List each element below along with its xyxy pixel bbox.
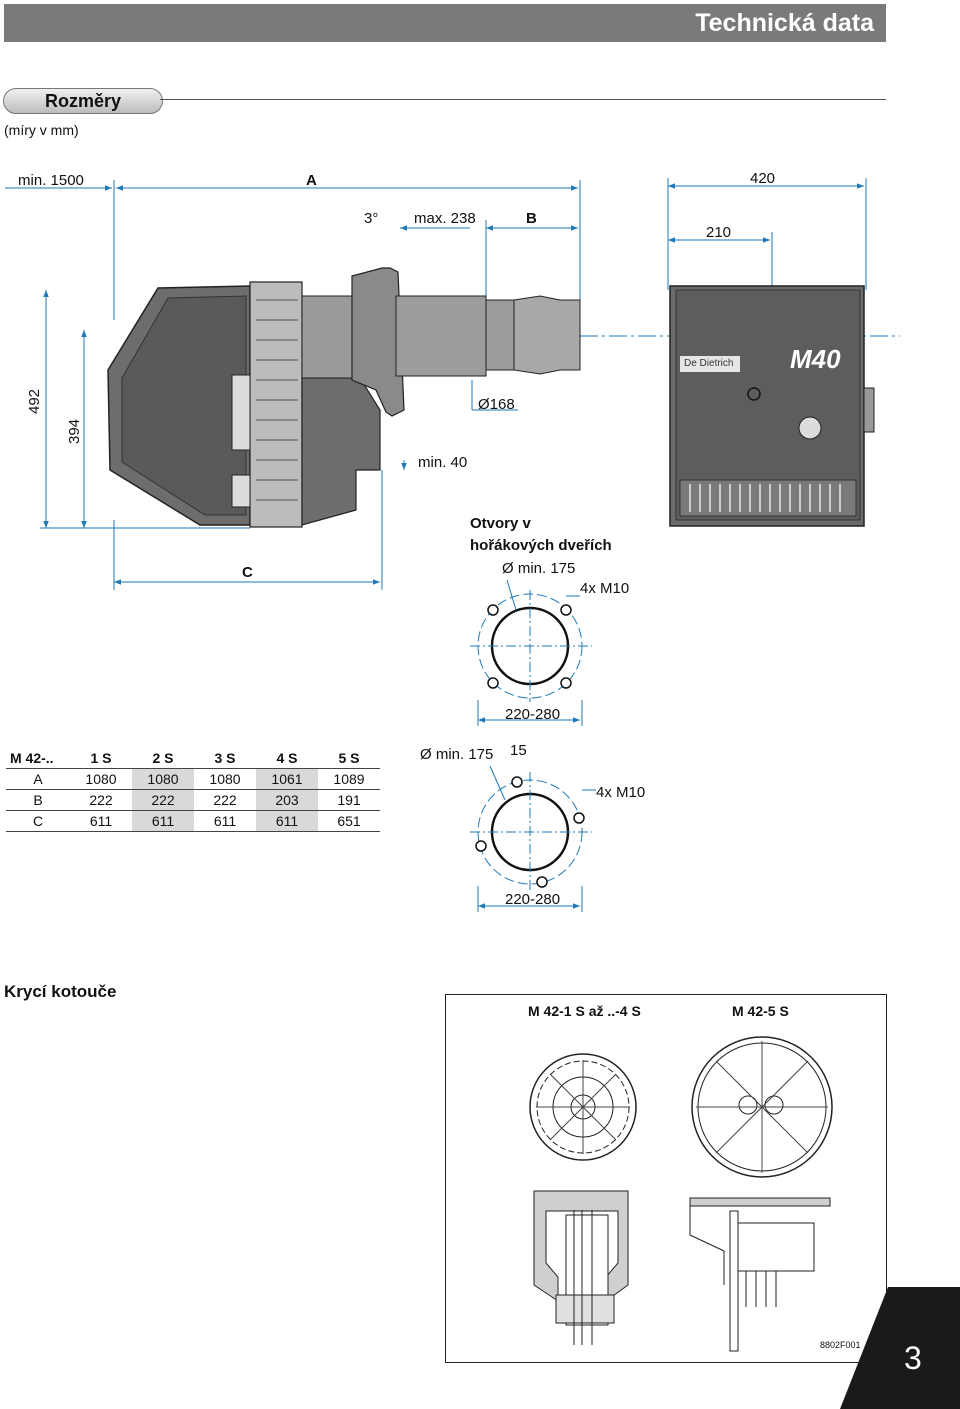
- flange2-range: 220-280: [505, 891, 561, 908]
- table-cell: 1061: [256, 768, 318, 790]
- cover-disc-small: [529, 1053, 637, 1161]
- burner-drawing: [5, 178, 900, 912]
- table-cell: 1080: [70, 768, 132, 790]
- covers-figure: M 42-1 S až ..-4 S M 42-5 S: [445, 994, 887, 1363]
- table-cell: 203: [256, 789, 318, 811]
- door-flange-1: [470, 579, 592, 726]
- table-header: 4 S: [256, 748, 318, 769]
- cover-assembly-right: [689, 1197, 831, 1352]
- table-cell: 222: [70, 789, 132, 811]
- covers-drawing: [529, 1036, 833, 1352]
- table-header: 2 S: [132, 748, 194, 769]
- table-cell: 222: [132, 789, 194, 811]
- table-header: 1 S: [70, 748, 132, 769]
- table-cell: 611: [256, 810, 318, 832]
- flange2-angle: 15: [510, 742, 527, 759]
- section-heading: Rozměry: [3, 88, 163, 114]
- table-header: M 42-..: [6, 748, 70, 769]
- flange2-dia: Ø min. 175: [420, 746, 494, 763]
- table-cell: C: [6, 810, 70, 832]
- burner-body: [107, 267, 581, 528]
- door-holes-bolts: 4x M10: [580, 580, 630, 597]
- door-holes-dia: Ø min. 175: [502, 560, 576, 577]
- dim-420: 420: [750, 170, 776, 187]
- cover-right-label: M 42-5 S: [732, 1003, 789, 1019]
- dim-dia-168: Ø168: [478, 396, 515, 413]
- table-cell: 1080: [132, 768, 194, 790]
- dim-210: 210: [706, 224, 732, 241]
- table-row: C 611 611 611 611 651: [6, 810, 380, 832]
- units-note: (míry v mm): [4, 122, 79, 138]
- table-row: A 1080 1080 1080 1061 1089: [6, 768, 380, 790]
- page-number: 3: [904, 1340, 922, 1376]
- table-cell: 1089: [318, 768, 380, 790]
- dim-min-40: min. 40: [418, 454, 468, 471]
- dim-492: 492: [26, 388, 43, 414]
- model-logo: M40: [790, 344, 841, 374]
- door-holes-title-2: hořákových dveřích: [470, 537, 612, 554]
- door-holes-title-1: Otvory v: [470, 515, 531, 532]
- table-cell: A: [6, 768, 70, 790]
- dim-a: A: [306, 172, 317, 189]
- covers-heading: Krycí kotouče: [4, 982, 117, 1001]
- table-cell: 191: [318, 789, 380, 811]
- brand-logo: De Dietrich: [684, 358, 734, 369]
- header-bar: Technická data: [4, 4, 886, 42]
- drawing-code: 8802F001: [820, 1340, 861, 1350]
- front-view: [669, 285, 875, 527]
- dim-min-1500: min. 1500: [18, 172, 84, 189]
- dim-b: B: [526, 210, 537, 227]
- table-header: 5 S: [318, 748, 380, 769]
- cover-left-label: M 42-1 S až ..-4 S: [528, 1003, 641, 1019]
- page-title: Technická data: [695, 9, 874, 37]
- table-header-row: M 42-.. 1 S 2 S 3 S 4 S 5 S: [6, 748, 380, 769]
- dim-angle: 3°: [364, 210, 379, 227]
- dim-c: C: [242, 564, 253, 581]
- table-header: 3 S: [194, 748, 256, 769]
- table-cell: 1080: [194, 768, 256, 790]
- section-rule: [160, 99, 886, 100]
- table-cell: 611: [70, 810, 132, 832]
- table-row: B 222 222 222 203 191: [6, 789, 380, 811]
- dimensions-table: M 42-.. 1 S 2 S 3 S 4 S 5 S A 1080 1080 …: [6, 748, 380, 832]
- cover-assembly-left: [533, 1190, 629, 1345]
- door-flange-2: [470, 765, 596, 912]
- table-cell: 611: [194, 810, 256, 832]
- door-holes-range: 220-280: [505, 706, 561, 723]
- table-cell: B: [6, 789, 70, 811]
- page-corner: [840, 1287, 960, 1409]
- section-title: Rozměry: [44, 91, 122, 111]
- dim-max-238: max. 238: [414, 210, 476, 227]
- dim-394: 394: [66, 418, 83, 444]
- table-cell: 611: [132, 810, 194, 832]
- cover-disc-large: [691, 1036, 833, 1178]
- table-cell: 651: [318, 810, 380, 832]
- table-cell: 222: [194, 789, 256, 811]
- flange2-bolts: 4x M10: [596, 784, 646, 801]
